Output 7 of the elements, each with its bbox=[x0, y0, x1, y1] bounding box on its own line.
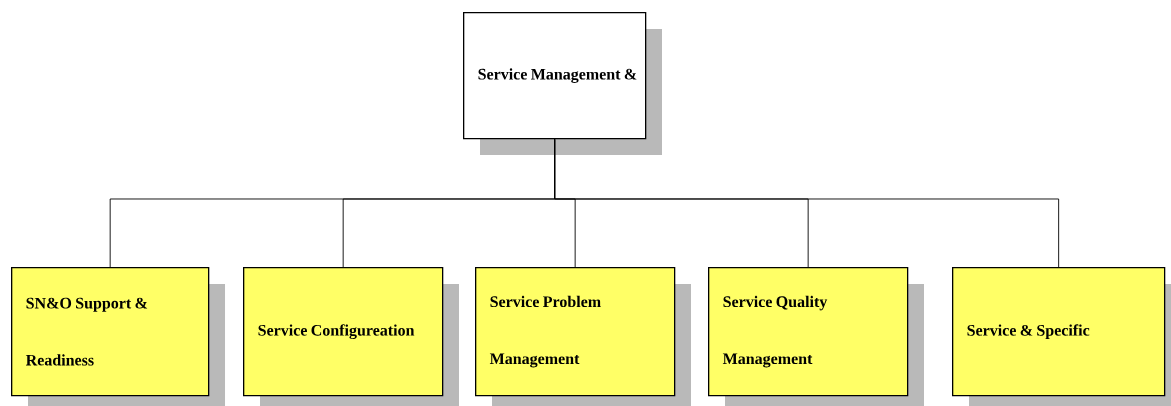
child-box: Service Configureation bbox=[243, 267, 459, 406]
root-box: Service Management & bbox=[463, 12, 662, 155]
child-box: Service Problem Management bbox=[475, 267, 691, 406]
child-box: Service & Specific bbox=[952, 267, 1171, 406]
child-box: SN&O Support & Readiness bbox=[11, 267, 225, 406]
child-box: Service Quality Management bbox=[708, 267, 924, 406]
connector-line bbox=[554, 138, 1060, 268]
